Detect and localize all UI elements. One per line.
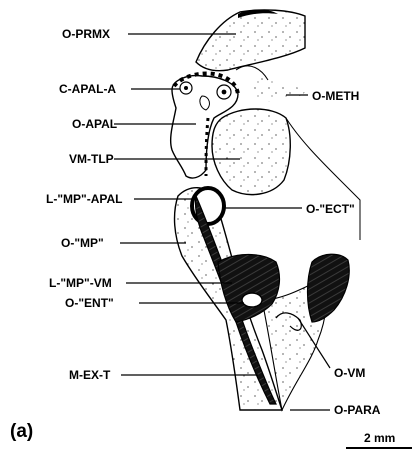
label-o-ent: O-"ENT"	[65, 296, 114, 310]
label-vm-tlp: VM-TLP	[69, 152, 114, 166]
label-l-mp-apal: L-"MP"-APAL	[46, 192, 122, 206]
tooth-plate	[212, 109, 290, 195]
right-muscle-mass	[308, 254, 350, 322]
label-o-ect: O-"ECT"	[306, 202, 355, 216]
scale-bar-label: 2 mm	[364, 431, 395, 445]
label-o-meth: O-METH	[312, 89, 359, 103]
label-o-prmx: O-PRMX	[62, 27, 110, 41]
label-o-apal: O-APAL	[72, 117, 117, 131]
premaxilla-bone	[196, 10, 305, 71]
label-m-ex-t: M-EX-T	[69, 368, 110, 382]
label-o-para: O-PARA	[334, 403, 380, 417]
label-l-mp-vm: L-"MP"-VM	[49, 276, 112, 290]
cartilage-node-left-dot	[184, 86, 188, 90]
label-o-vm: O-VM	[334, 366, 365, 380]
cartilage-node-right-dot	[222, 90, 227, 95]
label-o-mp: O-"MP"	[61, 236, 104, 250]
mesethmoid-region	[248, 78, 305, 101]
label-c-apal-a: C-APAL-A	[59, 82, 116, 96]
palatine-dotted-band	[206, 118, 208, 176]
entopterygoid-bone	[242, 293, 262, 307]
panel-label: (a)	[10, 421, 33, 443]
